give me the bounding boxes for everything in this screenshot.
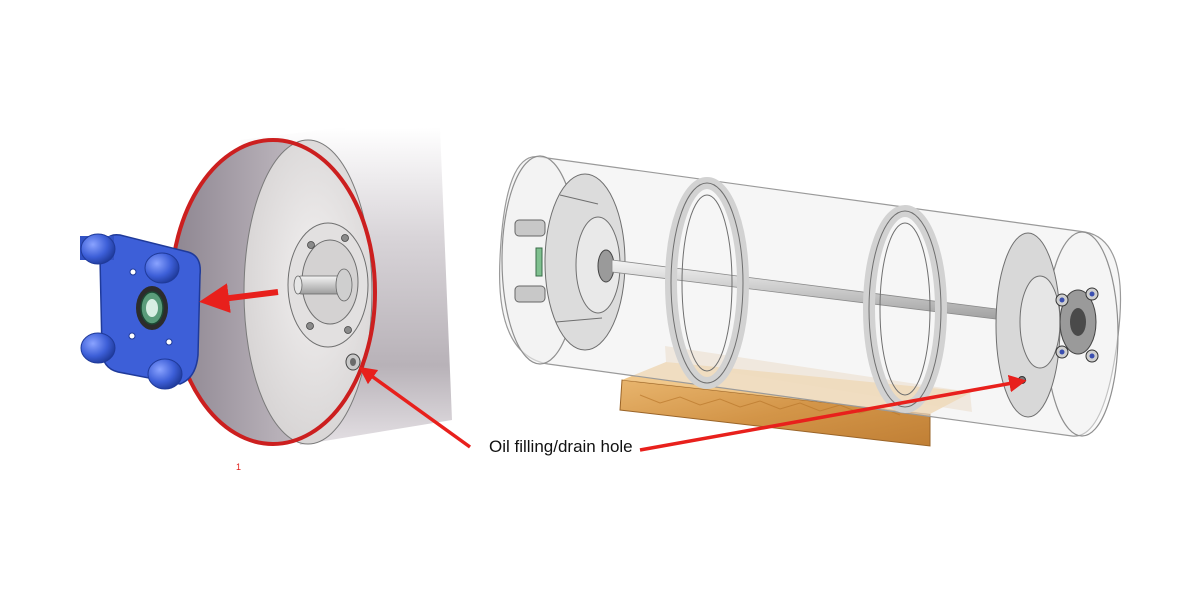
flange-knob: [147, 358, 183, 390]
flange-knob: [80, 332, 116, 364]
figure-number: 1: [236, 462, 242, 472]
blue-flange: [80, 233, 201, 390]
ring-frame: [665, 177, 749, 389]
flange-knob: [144, 252, 180, 284]
right-end-plate: [995, 232, 1099, 418]
callout-label: Oil filling/drain hole: [489, 437, 633, 456]
left-end-plate: [514, 173, 626, 351]
assembly-arrow: [199, 283, 279, 314]
drum-hub: [287, 222, 369, 348]
right-drum-view: [498, 155, 1122, 447]
callout-arrow-left: [358, 366, 472, 449]
left-drum-view: [169, 127, 452, 446]
callout-arrow-right: [639, 374, 1027, 452]
oil-drain-hole: [345, 353, 361, 371]
flange-knob: [80, 233, 116, 265]
ring-frame: [863, 205, 947, 413]
